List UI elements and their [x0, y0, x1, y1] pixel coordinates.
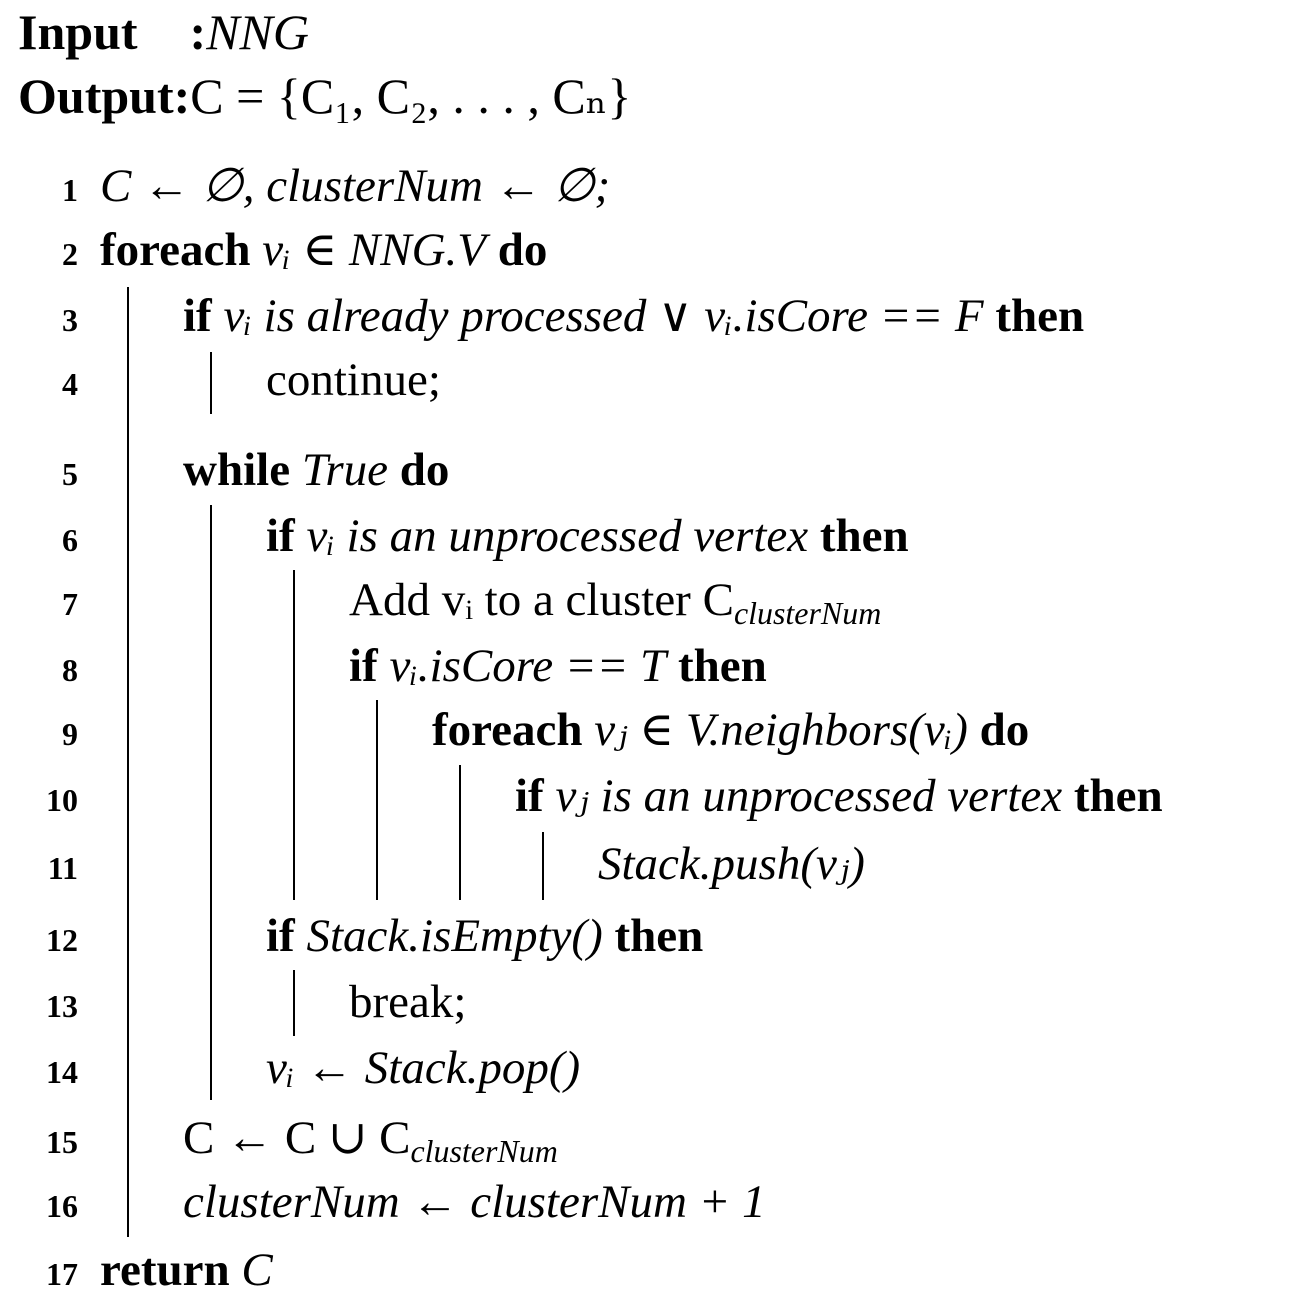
- line-number: 7: [62, 586, 78, 622]
- keyword: then: [983, 290, 1085, 342]
- keyword: foreach: [100, 224, 263, 276]
- line-content: vᵢ ← Stack.pop(): [266, 1042, 581, 1094]
- line-number: 14: [46, 1054, 78, 1090]
- line-number: 8: [62, 652, 78, 688]
- algorithm-line: Add vᵢ to a cluster CclusterNum: [349, 570, 881, 630]
- line-content: clusterNum ← clusterNum + 1: [183, 1176, 766, 1228]
- line-number: 13: [46, 988, 78, 1024]
- algorithm-line: foreach vᵢ ∈ NNG.V do: [100, 220, 547, 280]
- line-number: 12: [46, 922, 78, 958]
- keyword: if: [349, 640, 390, 692]
- line-number: 10: [46, 782, 78, 818]
- line-content: True: [301, 444, 389, 496]
- algorithm-line: while True do: [183, 440, 449, 500]
- line-number: 15: [46, 1124, 78, 1160]
- algorithm-line: C ← ∅, clusterNum ← ∅;: [100, 156, 610, 216]
- line-content: Stack.isEmpty(): [306, 910, 603, 962]
- indent-bar: [293, 970, 295, 1036]
- line-content: vᵢ ∈ NNG.V: [262, 224, 486, 276]
- line-number: 4: [62, 366, 78, 402]
- keyword: if: [266, 910, 307, 962]
- line-number: 6: [62, 522, 78, 558]
- line-number: 17: [46, 1256, 78, 1292]
- keyword: then: [1062, 770, 1163, 822]
- algorithm-line: Stack.push(vⱼ): [598, 834, 865, 894]
- line-number: 3: [62, 302, 78, 338]
- line-content: C: [241, 1244, 273, 1296]
- indent-bar: [210, 505, 212, 1100]
- output-label: Output: [18, 68, 174, 124]
- line-content: vᵢ is an unprocessed vertex: [306, 510, 809, 562]
- algorithm-line: continue;: [266, 350, 441, 410]
- input-label: Input: [18, 4, 138, 60]
- line-content: continue;: [266, 354, 441, 406]
- keyword: if: [183, 290, 224, 342]
- output-row: Output:C = {C₁, C₂, . . . , Cₙ}: [18, 68, 632, 124]
- algorithm-line: break;: [349, 972, 466, 1032]
- indent-bar: [127, 287, 129, 1237]
- algorithm-line: return C: [100, 1240, 273, 1300]
- indent-bar: [293, 570, 295, 900]
- algorithm-line: vᵢ ← Stack.pop(): [266, 1038, 580, 1098]
- line-number: 9: [62, 716, 78, 752]
- algorithm-line: foreach vⱼ ∈ V.neighbors(vᵢ) do: [432, 700, 1029, 760]
- keyword: do: [967, 704, 1030, 756]
- algorithm-line: if vᵢ is already processed ∨ vᵢ.isCore =…: [183, 286, 1084, 346]
- keyword: if: [266, 510, 307, 562]
- keyword: then: [602, 910, 704, 962]
- input-value: NNG: [206, 4, 309, 60]
- line-content: vᵢ.isCore == T: [389, 640, 667, 692]
- line-content: vⱼ ∈ V.neighbors(vᵢ): [594, 704, 968, 756]
- line-content: C ← ∅, clusterNum ← ∅;: [100, 160, 611, 212]
- algorithm-line: if vᵢ is an unprocessed vertex then: [266, 506, 909, 566]
- algorithm-line: if Stack.isEmpty() then: [266, 906, 703, 966]
- algorithm-line: if vᵢ.isCore == T then: [349, 636, 767, 696]
- keyword: do: [388, 444, 450, 496]
- indent-bar: [542, 832, 544, 900]
- line-content: vᵢ is already processed ∨ vᵢ.isCore == F: [223, 290, 984, 342]
- keyword: if: [515, 770, 556, 822]
- indent-bar: [210, 352, 212, 414]
- keyword: while: [183, 444, 302, 496]
- line-content: C ← C ∪ CclusterNum: [183, 1112, 558, 1169]
- keyword: then: [666, 640, 767, 692]
- algorithm-line: clusterNum ← clusterNum + 1: [183, 1172, 766, 1232]
- line-number: 1: [62, 172, 78, 208]
- line-number: 2: [62, 236, 78, 272]
- indent-bar: [459, 765, 461, 900]
- line-content: break;: [349, 976, 467, 1028]
- algorithm-line: if vⱼ is an unprocessed vertex then: [515, 766, 1163, 826]
- line-content: vⱼ is an unprocessed vertex: [555, 770, 1063, 822]
- line-content: Add vᵢ to a cluster CclusterNum: [349, 574, 882, 631]
- line-number: 16: [46, 1188, 78, 1224]
- line-number: 5: [62, 456, 78, 492]
- line-content: Stack.push(vⱼ): [598, 838, 865, 890]
- input-row: Input:NNG: [18, 4, 309, 60]
- keyword: return: [100, 1244, 242, 1296]
- keyword: do: [485, 224, 548, 276]
- output-value: C = {C₁, C₂, . . . , Cₙ}: [190, 68, 632, 124]
- keyword: then: [808, 510, 909, 562]
- keyword: foreach: [432, 704, 595, 756]
- algorithm-line: C ← C ∪ CclusterNum: [183, 1108, 558, 1168]
- indent-bar: [376, 700, 378, 900]
- line-number: 11: [47, 850, 78, 886]
